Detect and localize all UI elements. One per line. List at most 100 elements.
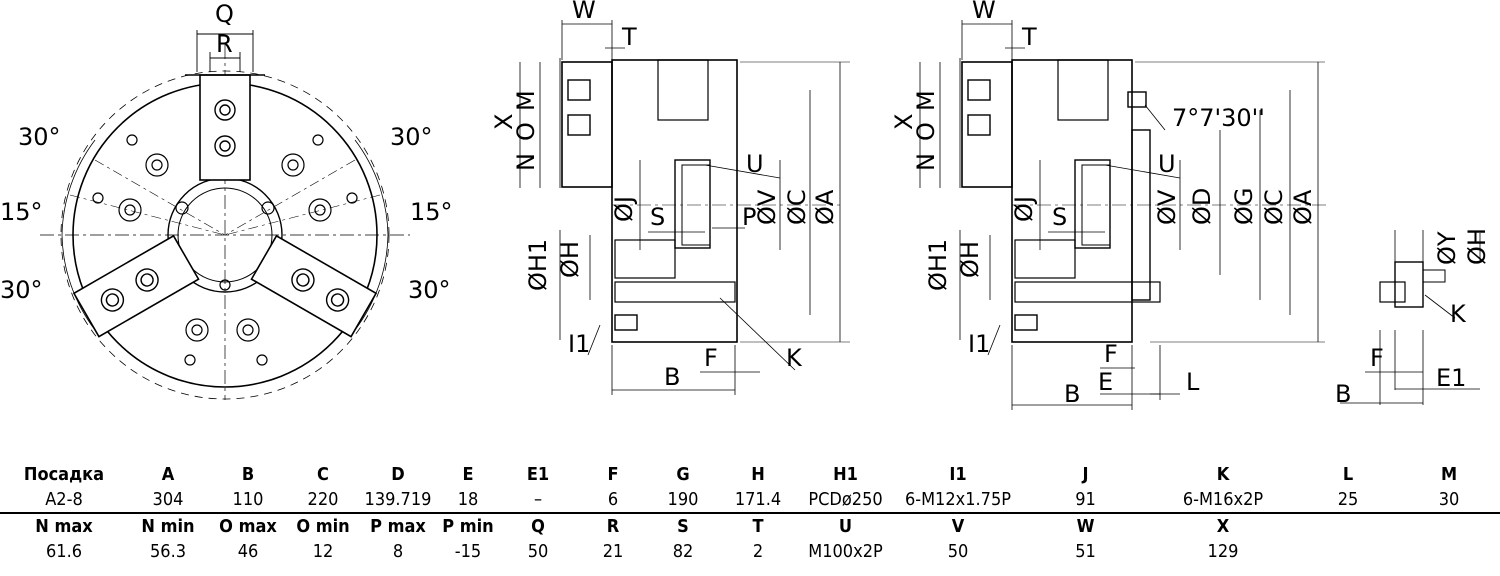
table-header-cell: G: [676, 464, 690, 485]
table-cell: 8: [392, 541, 404, 562]
angle-bottom-right: 30°: [408, 276, 451, 304]
label-i1: I1: [568, 330, 590, 358]
table-header-cell: Q: [531, 516, 545, 537]
table-cell: 6: [578, 487, 648, 514]
section-view-left: [519, 20, 850, 395]
table-header-cell: [1398, 513, 1500, 539]
front-view-labels: Q R 30° 15° 30° 30° 15° 30°: [0, 0, 453, 304]
table-header-cell: E: [462, 464, 474, 485]
table-header-cell: O max: [219, 516, 277, 537]
label-oy: ØY: [1433, 231, 1461, 265]
table-header-cell: K: [1216, 464, 1230, 485]
table-cell: 6-M12x1.75P: [893, 487, 1023, 514]
label-t: T: [1021, 23, 1037, 51]
table-cell: A2-8: [0, 487, 128, 514]
table-header-row-2: N max N min O max O min P max P min Q R …: [0, 513, 1500, 539]
table-header-cell: H1: [833, 464, 858, 485]
table-cell: 2: [752, 541, 764, 562]
table-cell: 304: [128, 487, 208, 514]
label-m: M: [912, 90, 940, 111]
table-header-cell: N max: [35, 516, 93, 537]
body-holes: [92, 134, 358, 366]
label-o: O: [912, 122, 940, 141]
label-oh: ØH: [556, 241, 584, 278]
table-header-cell: F: [607, 464, 619, 485]
table-header-cell: X: [1216, 516, 1230, 537]
label-b: B: [1335, 380, 1351, 408]
table-cell: 50: [947, 541, 969, 562]
section-view-right: [919, 20, 1330, 410]
angle-mid-left: 15°: [0, 198, 43, 226]
label-w: W: [572, 0, 596, 24]
table-row: A2-8 304 110 220 139.719 18 – 6 190 171.…: [0, 487, 1500, 514]
table-header-cell: L: [1342, 464, 1354, 485]
label-m: M: [512, 90, 540, 111]
table-header-cell: T: [752, 516, 764, 537]
label-b: B: [664, 363, 680, 391]
section-right-labels: W T X M O N 7°7'30'' U ØJ S ØV ØD ØG ØC …: [890, 0, 1317, 408]
angle-top-right: 30°: [390, 123, 433, 151]
table-cell: [1398, 539, 1500, 564]
table-header-cell: E1: [526, 464, 550, 485]
table-header-cell: N min: [141, 516, 195, 537]
label-n: N: [912, 153, 940, 171]
chuck-front-view: [40, 30, 410, 400]
table-cell: 21: [602, 541, 624, 562]
table-header-cell: C: [317, 464, 329, 485]
table-header-cell: [1298, 513, 1398, 539]
label-taper-angle: 7°7'30'': [1172, 104, 1265, 132]
table-header-cell: B: [241, 464, 255, 485]
label-e: E: [1098, 368, 1113, 396]
label-n: N: [512, 153, 540, 171]
label-oa: ØA: [1289, 189, 1317, 225]
table-row: 61.6 56.3 46 12 8 -15 50 21 82 2 M100x2P…: [0, 539, 1500, 564]
table-cell: 190: [648, 487, 718, 514]
table-cell: 82: [672, 541, 694, 562]
table-header-cell: J: [1082, 464, 1089, 485]
label-oh1: ØH1: [524, 239, 552, 291]
section-left-labels: W T X M O N U ØJ S P ØV ØC ØA ØH1 ØH I1 …: [490, 0, 839, 391]
label-i1: I1: [968, 330, 990, 358]
label-k: K: [1450, 300, 1467, 328]
table-header-cell: A: [161, 464, 175, 485]
table-cell: 220: [288, 487, 358, 514]
table-header-cell: W: [1076, 516, 1095, 537]
label-f: F: [704, 344, 718, 372]
label-k: K: [786, 344, 803, 372]
label-p: P: [742, 203, 756, 231]
label-oj: ØJ: [1010, 196, 1038, 222]
label-ov: ØV: [1153, 189, 1181, 225]
label-f: F: [1370, 344, 1384, 372]
technical-drawing: Q R 30° 15° 30° 30° 15° 30° W T X M O N …: [0, 0, 1491, 410]
angle-top-left: 30°: [18, 123, 61, 151]
label-f: F: [1104, 340, 1118, 368]
table-cell: 110: [208, 487, 288, 514]
label-u: U: [1158, 150, 1176, 178]
table-cell: 56.3: [149, 541, 187, 562]
table-header-row-1: Посадка A B C D E E1 F G H H1 I1 J K L M: [0, 462, 1500, 487]
table-header-cell: P min: [442, 516, 494, 537]
label-o: O: [512, 122, 540, 141]
label-l: L: [1186, 368, 1200, 396]
label-b: B: [1064, 380, 1080, 408]
label-x: X: [890, 114, 918, 130]
table-cell: 30: [1398, 487, 1500, 514]
label-q: Q: [215, 0, 234, 28]
jaw-left: [250, 234, 378, 338]
table-cell: -15: [454, 541, 482, 562]
table-cell: 51: [1075, 541, 1096, 562]
detail-labels: ØY ØH K F E1 B: [1335, 228, 1491, 408]
angle-mid-right: 15°: [410, 198, 453, 226]
angle-arcs: [61, 139, 389, 331]
label-u: U: [746, 150, 764, 178]
label-x: X: [490, 114, 518, 130]
table-header-cell: H: [751, 464, 765, 485]
table-cell: 25: [1298, 487, 1398, 514]
label-oj: ØJ: [610, 196, 638, 222]
label-oh: ØH: [956, 241, 984, 278]
detail-view: [1340, 230, 1481, 405]
label-w: W: [972, 0, 996, 24]
label-s: S: [650, 203, 665, 231]
table-cell: PCDø250: [798, 487, 893, 514]
label-og: ØG: [1230, 188, 1258, 226]
